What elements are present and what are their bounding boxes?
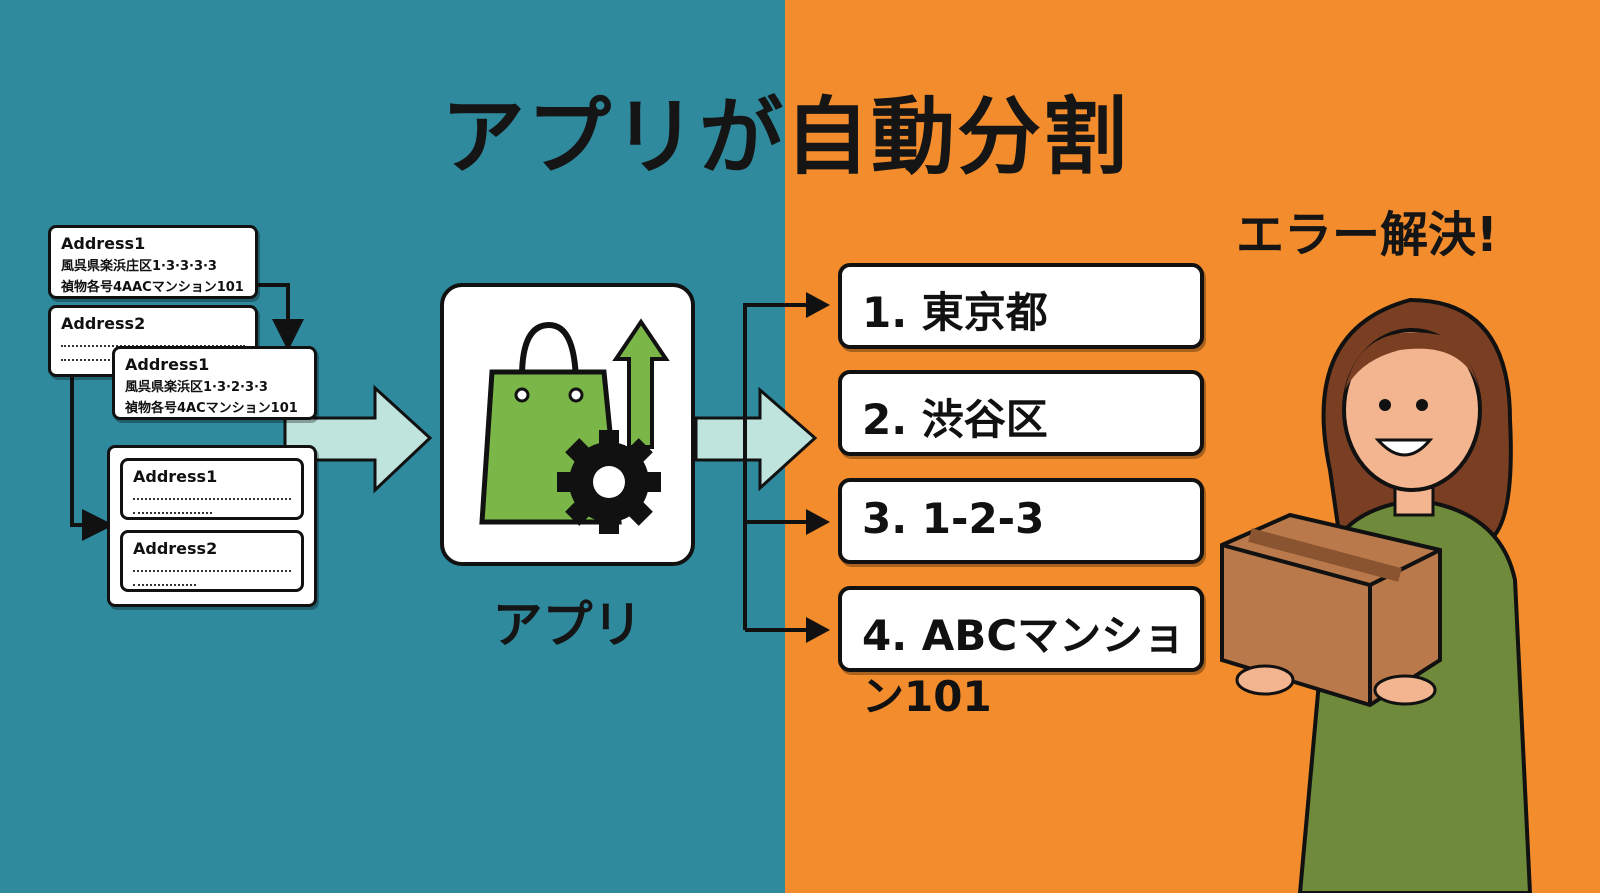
card-line: 禎物各号4AACマンション101: [61, 280, 244, 295]
flow-arrow: [255, 283, 304, 351]
result-item: 2. 渋谷区: [838, 370, 1204, 456]
address-card: Address2: [120, 530, 304, 592]
address-card: Address1 風呉県楽浜庄区1·3·3·3·3 禎物各号4AACマンション1…: [48, 225, 258, 299]
card-line: 禎物各号4ACマンション101: [125, 401, 298, 416]
page-title: アプリが自動分割: [440, 88, 1129, 186]
result-item: 4. ABCマンション101: [838, 586, 1204, 721]
card-header: Address1: [61, 234, 146, 253]
address-group: Address1 Address2: [107, 445, 317, 607]
big-arrow-out: [694, 386, 818, 492]
status-text: エラー解決!: [1236, 207, 1498, 263]
card-header: Address1: [125, 355, 210, 374]
address-card: Address1: [120, 458, 304, 520]
result-item: 3. 1-2-3: [838, 478, 1204, 564]
app-box: [440, 283, 695, 566]
card-header: Address2: [133, 539, 218, 558]
card-line: 風呉県楽浜区1·3·2·3·3: [125, 380, 268, 395]
card-header: Address1: [133, 467, 218, 486]
app-label: アプリ: [492, 596, 643, 654]
card-line: 風呉県楽浜庄区1·3·3·3·3: [61, 259, 217, 274]
flow-arrow: [70, 375, 114, 541]
card-header: Address2: [61, 314, 146, 333]
result-item: 1. 東京都: [838, 263, 1204, 349]
address-card: Address1 風呉県楽浜区1·3·2·3·3 禎物各号4ACマンション101: [112, 346, 317, 420]
shopping-bag-gear-arrow-icon: [479, 318, 670, 534]
